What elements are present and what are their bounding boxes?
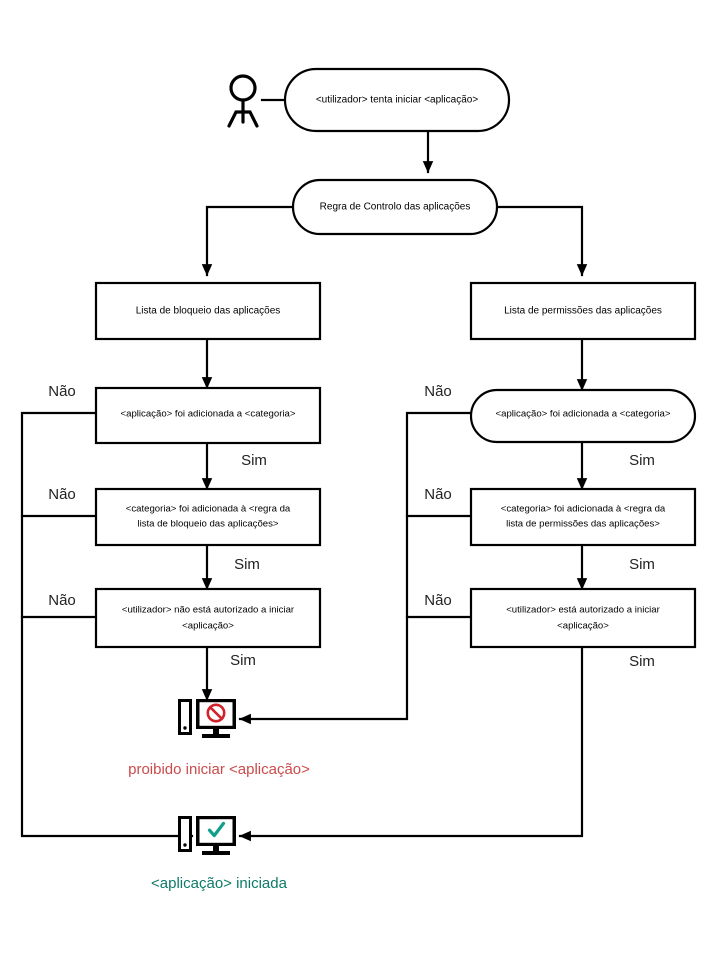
branch-label-allow-user-no: Não [424,592,452,609]
branch-label-deny-app-no: Não [48,383,76,400]
node-deny-category-rule-line2: lista de bloqueio das aplicações> [137,519,278,530]
node-deny-category-rule-line1: <categoria> foi adicionada à <regra da [126,504,291,515]
node-allow-category-rule-line2: lista de permissões das aplicações> [506,519,660,530]
node-deny-user-line1: <utilizador> não está autorizado a inici… [122,605,295,616]
branch-label-deny-app-yes: Sim [241,452,267,469]
node-start: <utilizador> tenta iniciar <aplicação> [283,67,511,133]
branch-label-allow-category-no: Não [424,486,452,503]
node-allow-category-rule-line1: <categoria> foi adicionada à <regra da [501,504,666,515]
monitor-deny-icon [178,699,236,738]
branch-label-allow-category-yes: Sim [629,556,655,573]
node-deny-user: <utilizador> não está autorizado a inici… [94,587,322,649]
node-deny-list: Lista de bloqueio das aplicações [94,281,322,341]
node-rule: Regra de Controlo das aplicações [291,178,499,236]
node-deny-app-category: <aplicação> foi adicionada a <categoria> [94,386,322,445]
node-allow-user: <utilizador> está autorizado a iniciar <… [469,587,697,649]
edge-allow-app-no-to-blocked [238,411,474,725]
branch-label-allow-app-yes: Sim [629,452,655,469]
branch-label-deny-category-no: Não [48,486,76,503]
caption-blocked: proibido iniciar <aplicação> [128,761,310,778]
branch-label-deny-user-yes: Sim [230,652,256,669]
node-allow-category-rule: <categoria> foi adicionada à <regra da l… [469,487,697,547]
branch-label-allow-app-no: Não [424,383,452,400]
edge-allow-user-yes-to-started [238,645,584,842]
node-deny-list-label: Lista de bloqueio das aplicações [136,306,281,317]
node-allow-app-category: <aplicação> foi adicionada a <categoria> [469,388,697,444]
edge-deny-app-no-to-started [20,411,194,842]
node-deny-user-line2: <aplicação> [182,621,234,632]
branch-label-allow-user-yes: Sim [629,653,655,670]
node-allow-list-label: Lista de permissões das aplicações [504,306,662,317]
node-start-label: <utilizador> tenta iniciar <aplicação> [316,95,478,106]
actor-stick-figure [227,74,259,128]
node-deny-app-category-label: <aplicação> foi adicionada a <categoria> [121,409,296,420]
node-allow-user-line2: <aplicação> [557,621,609,632]
edge-rule-to-deny-list [201,205,295,277]
node-allow-user-line1: <utilizador> está autorizado a iniciar [506,605,660,616]
branch-label-deny-category-yes: Sim [234,556,260,573]
branch-label-deny-user-no: Não [48,592,76,609]
node-allow-list: Lista de permissões das aplicações [469,281,697,341]
edge-rule-to-allow-list [495,205,588,277]
caption-started: <aplicação> iniciada [151,875,288,892]
node-deny-category-rule: <categoria> foi adicionada à <regra da l… [94,487,322,547]
node-rule-label: Regra de Controlo das aplicações [320,202,471,213]
node-allow-app-category-label: <aplicação> foi adicionada a <categoria> [496,409,671,420]
monitor-check-icon [178,816,236,855]
